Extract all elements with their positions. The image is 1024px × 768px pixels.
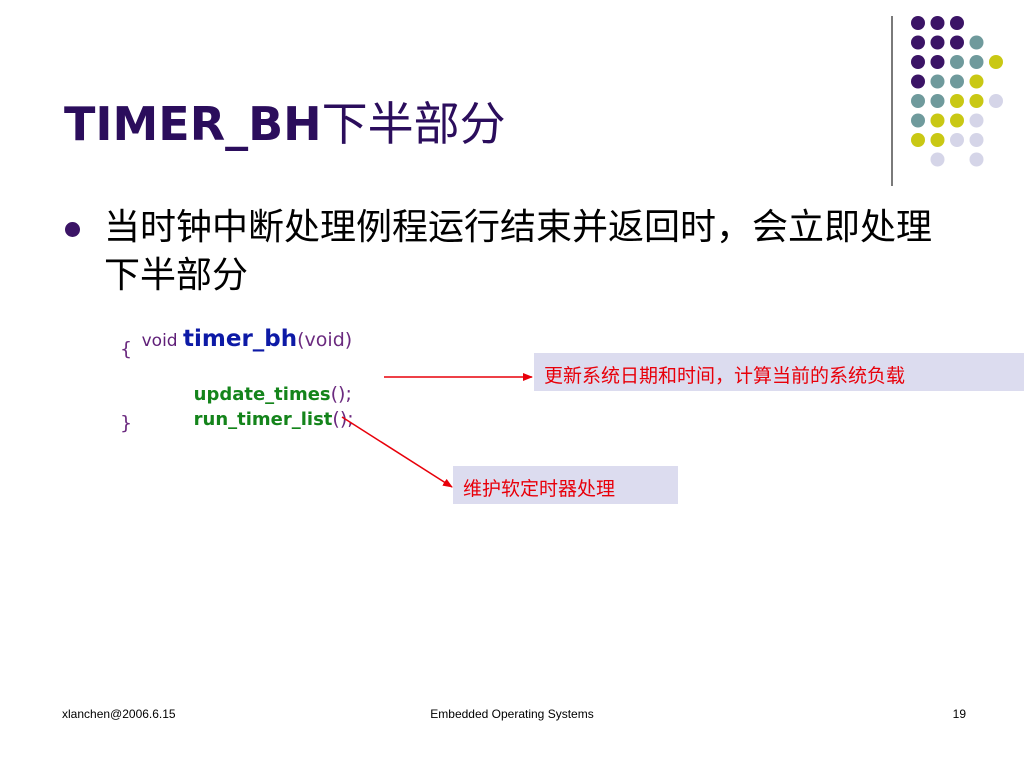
decorative-dot xyxy=(930,55,945,69)
code-line-call2: run_timer_list(); xyxy=(172,388,354,450)
bullet-text: 当时钟中断处理例程运行结束并返回时，会立即处理下半部分 xyxy=(104,207,933,296)
code-function-name: timer_bh xyxy=(183,326,298,352)
footer-author-date: xlanchen@2006.6.15 xyxy=(62,707,176,721)
decorative-dot xyxy=(911,113,925,128)
decorative-vertical-line xyxy=(891,16,893,186)
decorative-dot xyxy=(950,94,964,108)
arrow-to-callout2 xyxy=(341,416,453,488)
decorative-dot xyxy=(911,94,925,108)
code-call-run-timer-list: run_timer_list xyxy=(193,409,333,430)
code-open-brace: { xyxy=(120,338,133,360)
title-latin: TIMER_BH xyxy=(64,97,322,151)
code-call-update-times: update_times xyxy=(193,384,331,405)
code-params: (void) xyxy=(297,329,353,351)
decorative-dot xyxy=(969,35,984,50)
code-close-brace: } xyxy=(120,412,133,434)
decorative-dot xyxy=(911,16,925,30)
decorative-dot xyxy=(930,74,945,89)
decorative-dot xyxy=(930,152,945,167)
decorative-dot xyxy=(969,94,984,108)
decorative-dot xyxy=(950,74,964,89)
slide-title: TIMER_BH下半部分 xyxy=(64,88,506,154)
decorative-dot xyxy=(989,94,1003,108)
callout-update-times: 更新系统日期和时间，计算当前的系统负载 xyxy=(534,353,1024,391)
decorative-dot xyxy=(911,74,925,89)
decorative-dot xyxy=(911,55,925,69)
footer-course-name: Embedded Operating Systems xyxy=(430,707,594,721)
decorative-dot xyxy=(950,133,964,147)
decorative-dot xyxy=(930,113,945,128)
decorative-dot xyxy=(969,152,984,167)
footer-page-number: 19 xyxy=(952,707,966,721)
decorative-dot xyxy=(930,94,945,108)
decorative-dot xyxy=(950,35,964,50)
code-call2-punc: (); xyxy=(332,408,354,430)
decorative-dot xyxy=(950,113,964,128)
callout-run-timer-list: 维护软定时器处理 xyxy=(453,466,678,504)
decorative-dot xyxy=(989,55,1003,69)
decorative-dot xyxy=(930,35,945,50)
bullet-icon xyxy=(65,222,80,237)
title-cjk: 下半部分 xyxy=(321,97,506,151)
decorative-dot xyxy=(930,16,945,30)
code-void-keyword: void xyxy=(141,331,178,351)
code-call1-punc: (); xyxy=(330,383,352,405)
decorative-dot-grid xyxy=(911,16,1003,167)
decorative-dot xyxy=(969,74,984,89)
decorative-dot xyxy=(911,35,925,50)
decorative-dot xyxy=(969,113,984,128)
decorative-dot xyxy=(930,133,945,147)
decorative-dot xyxy=(969,55,984,69)
code-line-signature: void timer_bh(void) xyxy=(120,306,353,372)
decorative-dot xyxy=(950,16,964,30)
decorative-dot xyxy=(911,133,925,147)
decorative-dot xyxy=(950,55,964,69)
code-line-call1: update_times(); xyxy=(172,363,352,425)
decorative-dot xyxy=(969,133,984,147)
